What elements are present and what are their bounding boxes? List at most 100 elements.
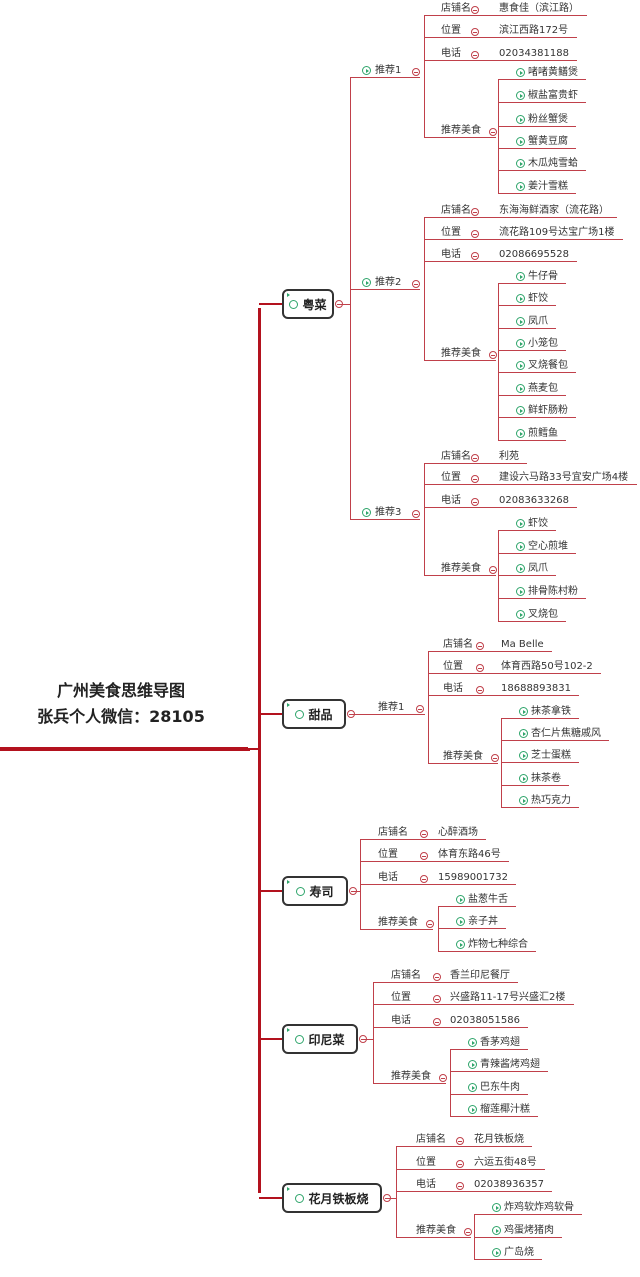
- category-node[interactable]: 粤菜: [282, 289, 334, 319]
- recommended-dishes-label[interactable]: 推荐美食: [441, 563, 481, 574]
- collapse-toggle-icon[interactable]: [412, 68, 420, 76]
- name-value[interactable]: 东海海鲜酒家（流花路）: [499, 205, 609, 216]
- dish-item[interactable]: 广岛烧: [504, 1247, 534, 1258]
- dish-item[interactable]: 青辣酱烤鸡翅: [480, 1059, 540, 1070]
- dish-item[interactable]: 啫啫黄鳝煲: [528, 67, 578, 78]
- collapse-toggle-icon[interactable]: [471, 252, 479, 260]
- phone-value[interactable]: 02038051586: [450, 1015, 520, 1026]
- collapse-toggle-icon[interactable]: [456, 1182, 464, 1190]
- collapse-toggle-icon[interactable]: [426, 920, 434, 928]
- dish-item[interactable]: 蟹黄豆腐: [528, 136, 568, 147]
- collapse-toggle-icon[interactable]: [464, 1228, 472, 1236]
- recommendation-label[interactable]: 推荐2: [375, 277, 402, 288]
- location-value[interactable]: 六运五街48号: [474, 1157, 537, 1168]
- location-label[interactable]: 位置: [391, 992, 411, 1003]
- name-label[interactable]: 店铺名: [416, 1134, 446, 1145]
- phone-value[interactable]: 18688893831: [501, 683, 571, 694]
- phone-value[interactable]: 02038936357: [474, 1179, 544, 1190]
- dish-item[interactable]: 凤爪: [528, 316, 548, 327]
- collapse-toggle-icon[interactable]: [433, 995, 441, 1003]
- category-node[interactable]: 甜品: [282, 699, 346, 729]
- central-topic[interactable]: 广州美食思维导图 张兵个人微信：28105: [0, 678, 242, 730]
- location-label[interactable]: 位置: [378, 849, 398, 860]
- collapse-toggle-icon[interactable]: [471, 454, 479, 462]
- collapse-toggle-icon[interactable]: [412, 510, 420, 518]
- dish-item[interactable]: 叉烧餐包: [528, 360, 568, 371]
- name-label[interactable]: 店铺名: [378, 827, 408, 838]
- dish-item[interactable]: 亲子丼: [468, 916, 498, 927]
- collapse-toggle-icon[interactable]: [471, 28, 479, 36]
- location-value[interactable]: 体育东路46号: [438, 849, 501, 860]
- dish-item[interactable]: 叉烧包: [528, 609, 558, 620]
- location-value[interactable]: 滨江西路172号: [499, 25, 569, 36]
- dish-item[interactable]: 盐葱牛舌: [468, 894, 508, 905]
- phone-value[interactable]: 15989001732: [438, 872, 508, 883]
- location-value[interactable]: 建设六马路33号宜安广场4楼: [499, 472, 629, 483]
- dish-item[interactable]: 空心煎堆: [528, 541, 568, 552]
- name-value[interactable]: Ma Belle: [501, 639, 544, 650]
- dish-item[interactable]: 虾饺: [528, 293, 548, 304]
- collapse-toggle-icon[interactable]: [489, 351, 497, 359]
- dish-item[interactable]: 热巧克力: [531, 795, 571, 806]
- recommended-dishes-label[interactable]: 推荐美食: [391, 1071, 431, 1082]
- dish-item[interactable]: 煎鳕鱼: [528, 428, 558, 439]
- phone-value[interactable]: 02034381188: [499, 48, 569, 59]
- dish-item[interactable]: 虾饺: [528, 518, 548, 529]
- collapse-toggle-icon[interactable]: [420, 830, 428, 838]
- name-value[interactable]: 惠食佳（滨江路）: [499, 3, 579, 14]
- location-label[interactable]: 位置: [416, 1157, 436, 1168]
- dish-item[interactable]: 巴东牛肉: [480, 1082, 520, 1093]
- phone-label[interactable]: 电话: [441, 495, 461, 506]
- dish-item[interactable]: 椒盐富贵虾: [528, 90, 578, 101]
- collapse-toggle-icon[interactable]: [471, 475, 479, 483]
- recommendation-label[interactable]: 推荐1: [375, 65, 402, 76]
- recommendation-label[interactable]: 推荐3: [375, 507, 402, 518]
- dish-item[interactable]: 榴莲椰汁糕: [480, 1104, 530, 1115]
- name-label[interactable]: 店铺名: [443, 639, 473, 650]
- collapse-toggle-icon[interactable]: [471, 498, 479, 506]
- category-node[interactable]: 花月铁板烧: [282, 1183, 382, 1213]
- location-value[interactable]: 体育西路50号102-2: [501, 661, 593, 672]
- location-value[interactable]: 流花路109号达宝广场1楼: [499, 227, 615, 238]
- recommended-dishes-label[interactable]: 推荐美食: [378, 917, 418, 928]
- collapse-toggle-icon[interactable]: [412, 280, 420, 288]
- location-label[interactable]: 位置: [443, 661, 463, 672]
- collapse-toggle-icon[interactable]: [471, 230, 479, 238]
- dish-item[interactable]: 鸡蛋烤猪肉: [504, 1225, 554, 1236]
- collapse-toggle-icon[interactable]: [456, 1160, 464, 1168]
- name-label[interactable]: 店铺名: [441, 451, 471, 462]
- category-node[interactable]: 寿司: [282, 876, 348, 906]
- dish-item[interactable]: 小笼包: [528, 338, 558, 349]
- location-label[interactable]: 位置: [441, 472, 461, 483]
- location-label[interactable]: 位置: [441, 227, 461, 238]
- collapse-toggle-icon[interactable]: [456, 1137, 464, 1145]
- dish-item[interactable]: 鲜虾肠粉: [528, 405, 568, 416]
- collapse-toggle-icon[interactable]: [491, 754, 499, 762]
- dish-item[interactable]: 抹茶拿铁: [531, 706, 571, 717]
- phone-label[interactable]: 电话: [441, 48, 461, 59]
- dish-item[interactable]: 牛仔骨: [528, 271, 558, 282]
- phone-value[interactable]: 02083633268: [499, 495, 569, 506]
- dish-item[interactable]: 粉丝蟹煲: [528, 114, 568, 125]
- collapse-toggle-icon[interactable]: [433, 973, 441, 981]
- location-value[interactable]: 兴盛路11-17号兴盛汇2楼: [450, 992, 566, 1003]
- dish-item[interactable]: 炸鸡软炸鸡软骨: [504, 1202, 574, 1213]
- collapse-toggle-icon[interactable]: [489, 128, 497, 136]
- collapse-toggle-icon[interactable]: [489, 566, 497, 574]
- collapse-toggle-icon[interactable]: [433, 1018, 441, 1026]
- dish-item[interactable]: 杏仁片焦糖戚风: [531, 728, 601, 739]
- dish-item[interactable]: 凤爪: [528, 563, 548, 574]
- name-label[interactable]: 店铺名: [441, 3, 471, 14]
- name-value[interactable]: 花月铁板烧: [474, 1134, 524, 1145]
- name-value[interactable]: 心醉酒场: [438, 827, 478, 838]
- dish-item[interactable]: 木瓜炖雪蛤: [528, 158, 578, 169]
- location-label[interactable]: 位置: [441, 25, 461, 36]
- dish-item[interactable]: 芝士蛋糕: [531, 750, 571, 761]
- collapse-toggle-icon[interactable]: [471, 51, 479, 59]
- recommended-dishes-label[interactable]: 推荐美食: [416, 1225, 456, 1236]
- category-node[interactable]: 印尼菜: [282, 1024, 358, 1054]
- name-label[interactable]: 店铺名: [391, 970, 421, 981]
- recommended-dishes-label[interactable]: 推荐美食: [441, 348, 481, 359]
- dish-item[interactable]: 抹茶卷: [531, 773, 561, 784]
- collapse-toggle-icon[interactable]: [416, 705, 424, 713]
